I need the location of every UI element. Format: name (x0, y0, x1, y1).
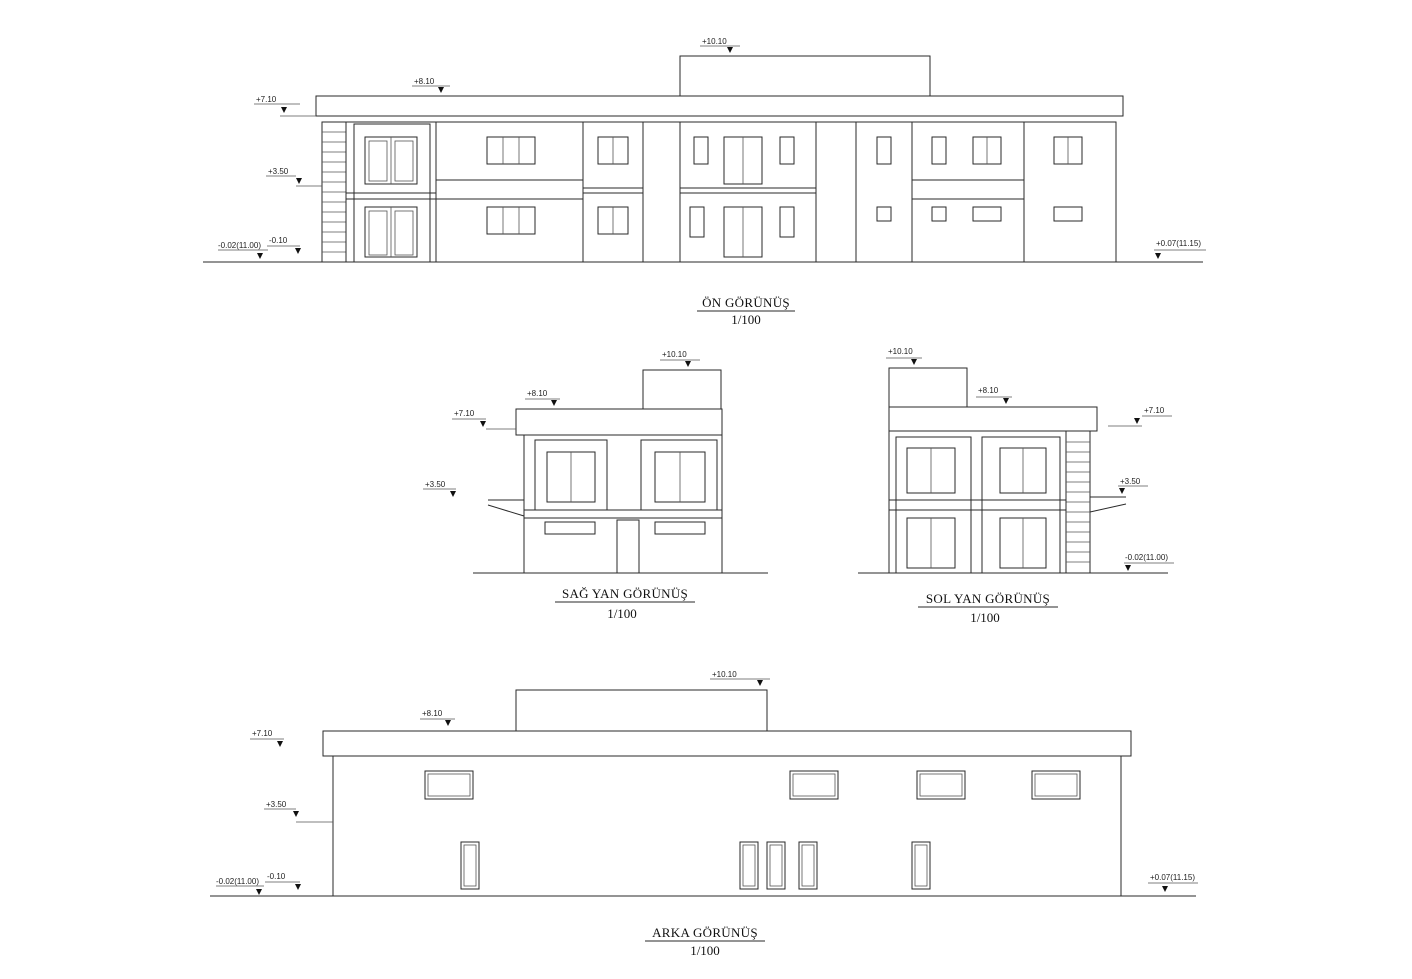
svg-text:+8.10: +8.10 (527, 389, 548, 398)
svg-text:+3.50: +3.50 (266, 800, 287, 809)
svg-text:+7.10: +7.10 (454, 409, 475, 418)
svg-text:+3.50: +3.50 (268, 167, 289, 176)
rear-elevation: +10.10 +8.10 +7.10 +3.50 -0.10 -0.02(11.… (210, 670, 1198, 958)
right-level-top: +10.10 (660, 350, 700, 367)
rear-level-top: +10.10 (710, 670, 770, 686)
left-level-floor1: +3.50 (1118, 477, 1148, 494)
rear-level-ground-left: -0.02(11.00) (216, 877, 264, 895)
front-level-parapet: +7.10 (254, 95, 316, 117)
rear-view-title: ARKA GÖRÜNÜŞ (652, 925, 758, 940)
front-view-scale: 1/100 (731, 312, 761, 327)
left-level-roof: +8.10 (976, 386, 1012, 404)
front-level-entry: -0.10 (267, 236, 301, 254)
left-level-parapet: +7.10 (1108, 406, 1172, 427)
front-view-title: ÖN GÖRÜNÜŞ (702, 295, 790, 310)
svg-text:+8.10: +8.10 (414, 77, 435, 86)
rear-level-floor1: +3.50 (264, 800, 333, 823)
svg-text:+7.10: +7.10 (256, 95, 277, 104)
right-view-scale: 1/100 (607, 606, 637, 621)
right-level-roof: +8.10 (525, 389, 560, 406)
front-elevation: +10.10 +8.10 +7.10 +3.50 -0.10 -0.02 (203, 37, 1206, 327)
left-view-scale: 1/100 (970, 610, 1000, 625)
svg-text:+7.10: +7.10 (252, 729, 273, 738)
front-level-ground-left: -0.02(11.00) (218, 241, 268, 259)
svg-text:+3.50: +3.50 (425, 480, 446, 489)
svg-text:+0.07(11.15): +0.07(11.15) (1156, 239, 1201, 248)
front-level-ground-right: +0.07(11.15) (1154, 239, 1206, 259)
svg-text:-0.02(11.00): -0.02(11.00) (1125, 553, 1168, 562)
rear-level-parapet: +7.10 (250, 729, 284, 747)
front-level-floor1: +3.50 (266, 167, 322, 187)
right-level-parapet: +7.10 (452, 409, 516, 430)
front-level-top: +10.10 (700, 37, 740, 53)
svg-text:-0.10: -0.10 (267, 872, 286, 881)
svg-text:-0.02(11.00): -0.02(11.00) (218, 241, 261, 250)
svg-text:+7.10: +7.10 (1144, 406, 1165, 415)
left-level-top: +10.10 (886, 347, 922, 365)
svg-text:+8.10: +8.10 (422, 709, 443, 718)
svg-text:+3.50: +3.50 (1120, 477, 1141, 486)
svg-text:+10.10: +10.10 (888, 347, 913, 356)
left-level-ground: -0.02(11.00) (1124, 553, 1174, 571)
rear-level-roof: +8.10 (420, 709, 455, 726)
svg-text:+8.10: +8.10 (978, 386, 999, 395)
svg-text:-0.02(11.00): -0.02(11.00) (216, 877, 259, 886)
right-level-floor1: +3.50 (423, 480, 456, 497)
left-view-title: SOL YAN GÖRÜNÜŞ (926, 591, 1050, 606)
right-side-elevation: +10.10 +8.10 +7.10 +3.50 SAĞ YAN GÖRÜNÜŞ… (423, 350, 768, 621)
rear-level-entry: -0.10 (265, 872, 301, 890)
right-view-title: SAĞ YAN GÖRÜNÜŞ (562, 586, 688, 601)
svg-text:+10.10: +10.10 (662, 350, 687, 359)
svg-text:+10.10: +10.10 (712, 670, 737, 679)
svg-text:+0.07(11.15): +0.07(11.15) (1150, 873, 1195, 882)
rear-level-ground-right: +0.07(11.15) (1148, 873, 1198, 892)
left-side-elevation: +10.10 +8.10 +7.10 +3.50 -0.02(11.00) SO… (858, 347, 1174, 625)
front-level-roof: +8.10 (412, 77, 450, 93)
svg-text:-0.10: -0.10 (269, 236, 288, 245)
rear-view-scale: 1/100 (690, 943, 720, 958)
svg-text:+10.10: +10.10 (702, 37, 727, 46)
